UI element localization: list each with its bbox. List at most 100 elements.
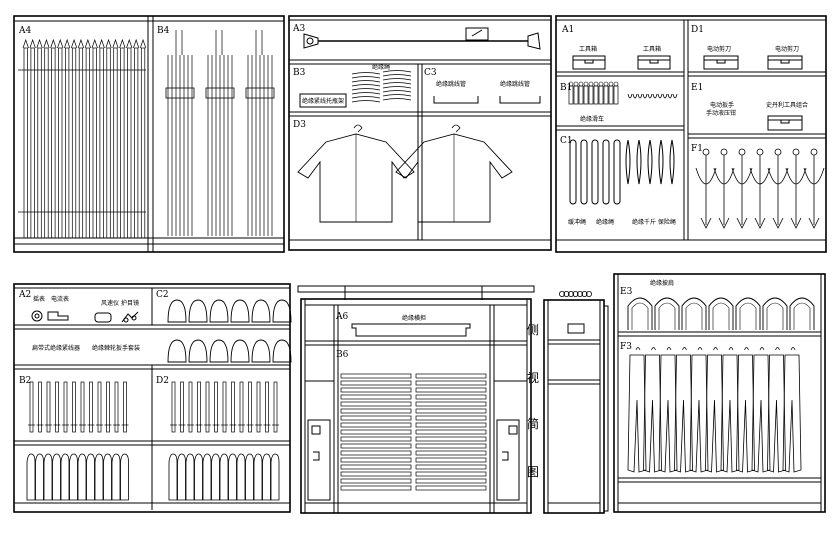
label-C1: C1 xyxy=(560,136,573,146)
a1-toolbox-label-2: 工具箱 xyxy=(643,45,661,53)
tool-stick xyxy=(248,381,252,433)
a2-top-label-3: 风速仪 xyxy=(101,300,119,307)
a4-pole xyxy=(140,47,146,239)
e3-shawl xyxy=(789,297,815,330)
glove xyxy=(253,453,263,501)
b6-tray xyxy=(415,387,487,393)
b3-rope-coil xyxy=(382,82,412,85)
label-C3: C3 xyxy=(424,68,437,78)
a4-pole xyxy=(23,47,28,239)
glove xyxy=(111,453,121,501)
f3-pant xyxy=(705,354,724,473)
glove xyxy=(211,453,220,501)
b6-tray xyxy=(415,422,487,428)
b3-rope-coil xyxy=(351,84,381,87)
tool-stick xyxy=(97,381,102,433)
b6-tray xyxy=(340,471,412,477)
f3-hanger xyxy=(713,347,718,351)
b6-tray xyxy=(340,478,412,484)
a4-pole-tip xyxy=(139,38,147,49)
e3-insulating-shawls xyxy=(627,297,815,330)
b3-rope-coil xyxy=(351,100,381,103)
f1-ring xyxy=(702,148,710,156)
glove xyxy=(236,453,246,501)
f3-pant xyxy=(720,354,740,473)
tool-stick xyxy=(55,381,59,433)
b6-tray xyxy=(415,443,487,449)
b6-tray xyxy=(340,464,412,470)
side-view-char-2: 视 xyxy=(527,370,539,385)
b6-tray xyxy=(415,401,487,407)
glove xyxy=(52,453,61,501)
b3-rope-coil xyxy=(382,74,412,77)
label-F1: F1 xyxy=(691,144,703,154)
b3-rope-bundles xyxy=(351,70,412,103)
b1-pulley xyxy=(573,85,579,105)
b3-rope-coil xyxy=(351,92,381,95)
a4-pole xyxy=(37,47,42,239)
cabinet-bottom-right: E3 F3 绝缘披肩 xyxy=(613,273,826,513)
b6-tray xyxy=(340,415,412,421)
b3-holder-label: 绝缘紧线托瓶架 xyxy=(302,97,344,105)
b1-pulley xyxy=(593,85,599,105)
f3-pant xyxy=(751,354,771,473)
f1-tool xyxy=(803,155,825,229)
a4-pole xyxy=(106,47,111,239)
b6-tray xyxy=(340,429,412,435)
b6-side-boxes xyxy=(307,419,520,501)
f3-hanger xyxy=(728,347,734,351)
tool-stick xyxy=(106,381,110,433)
label-D1: D1 xyxy=(691,25,704,35)
tool-stick xyxy=(180,381,184,433)
f3-pant xyxy=(767,354,786,473)
f1-tool xyxy=(731,155,753,229)
b6-tray xyxy=(340,380,412,386)
c1-loop xyxy=(669,139,675,185)
a4-pole-tip xyxy=(29,38,36,49)
f3-pant xyxy=(658,354,678,473)
glove xyxy=(103,453,112,501)
tool-stick xyxy=(256,381,261,433)
e1-boxes xyxy=(767,115,803,131)
glove xyxy=(60,453,70,501)
label-E3: E3 xyxy=(620,287,633,297)
tool-stick xyxy=(265,381,269,433)
tool-stick xyxy=(89,381,93,433)
a4-pole xyxy=(58,47,63,239)
glove xyxy=(262,453,271,501)
e3-shawl xyxy=(627,297,653,330)
b1-chain-link xyxy=(667,93,673,99)
b3-rope-coil xyxy=(351,96,381,99)
coil-turn xyxy=(563,290,570,297)
f1-tool xyxy=(767,155,789,229)
b1-chain-link xyxy=(642,93,648,99)
cabinet-top-middle: A3 B3 C3 D3 绝缘绳 绝缘紧线托瓶架 绝缘跳线管 绝缘跳线管 xyxy=(288,15,552,251)
a4-pole xyxy=(120,47,125,239)
f3-hanger xyxy=(666,347,672,351)
b1-chain-link xyxy=(662,93,668,99)
f1-hanging-tools xyxy=(695,148,825,229)
glove xyxy=(26,453,36,501)
b6-tray xyxy=(340,408,412,414)
b4-ladder-clamp xyxy=(205,87,235,99)
a4-pole-tip xyxy=(22,38,29,49)
tool-stick xyxy=(231,381,235,433)
b6-tray xyxy=(340,485,412,491)
label-B2: B2 xyxy=(19,376,31,386)
b3-rope-coil xyxy=(351,72,381,75)
a4-pole-tip xyxy=(43,38,50,49)
tool-stick xyxy=(72,381,76,433)
f1-ring xyxy=(774,148,782,156)
b6-tray xyxy=(340,450,412,456)
c2-helmet xyxy=(272,339,292,363)
tool-stick xyxy=(171,381,176,433)
label-D2: D2 xyxy=(156,376,169,386)
a4-pole xyxy=(92,47,97,239)
c3-label-2: 绝缘跳线管 xyxy=(500,80,530,88)
a4-pole xyxy=(51,47,56,239)
a4-pole-tip xyxy=(98,38,105,49)
b6-tray-stack xyxy=(340,373,487,491)
glove xyxy=(94,453,104,501)
label-A4: A4 xyxy=(18,26,31,36)
a4-pole-tip xyxy=(64,38,71,49)
